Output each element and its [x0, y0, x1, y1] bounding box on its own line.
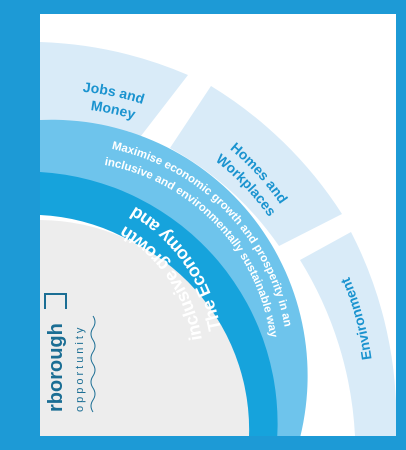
right-frame-bar: [396, 0, 406, 450]
center-disc: [40, 220, 250, 450]
brand-wave-line: [90, 315, 96, 413]
left-frame-bar: [0, 0, 40, 450]
brand-logo: rborough opportunity: [44, 293, 96, 413]
theme-band: [40, 172, 278, 450]
top-frame-bar: [0, 0, 406, 14]
outer-segment-environment: [300, 232, 397, 436]
brand-mark-bracket: [44, 293, 67, 309]
brand-name: rborough: [45, 323, 67, 412]
brand-tagline: opportunity: [74, 325, 86, 412]
bottom-frame-bar: [0, 436, 406, 450]
outer-segment-homes: [170, 86, 342, 246]
outer-segment-jobs: [40, 42, 188, 145]
